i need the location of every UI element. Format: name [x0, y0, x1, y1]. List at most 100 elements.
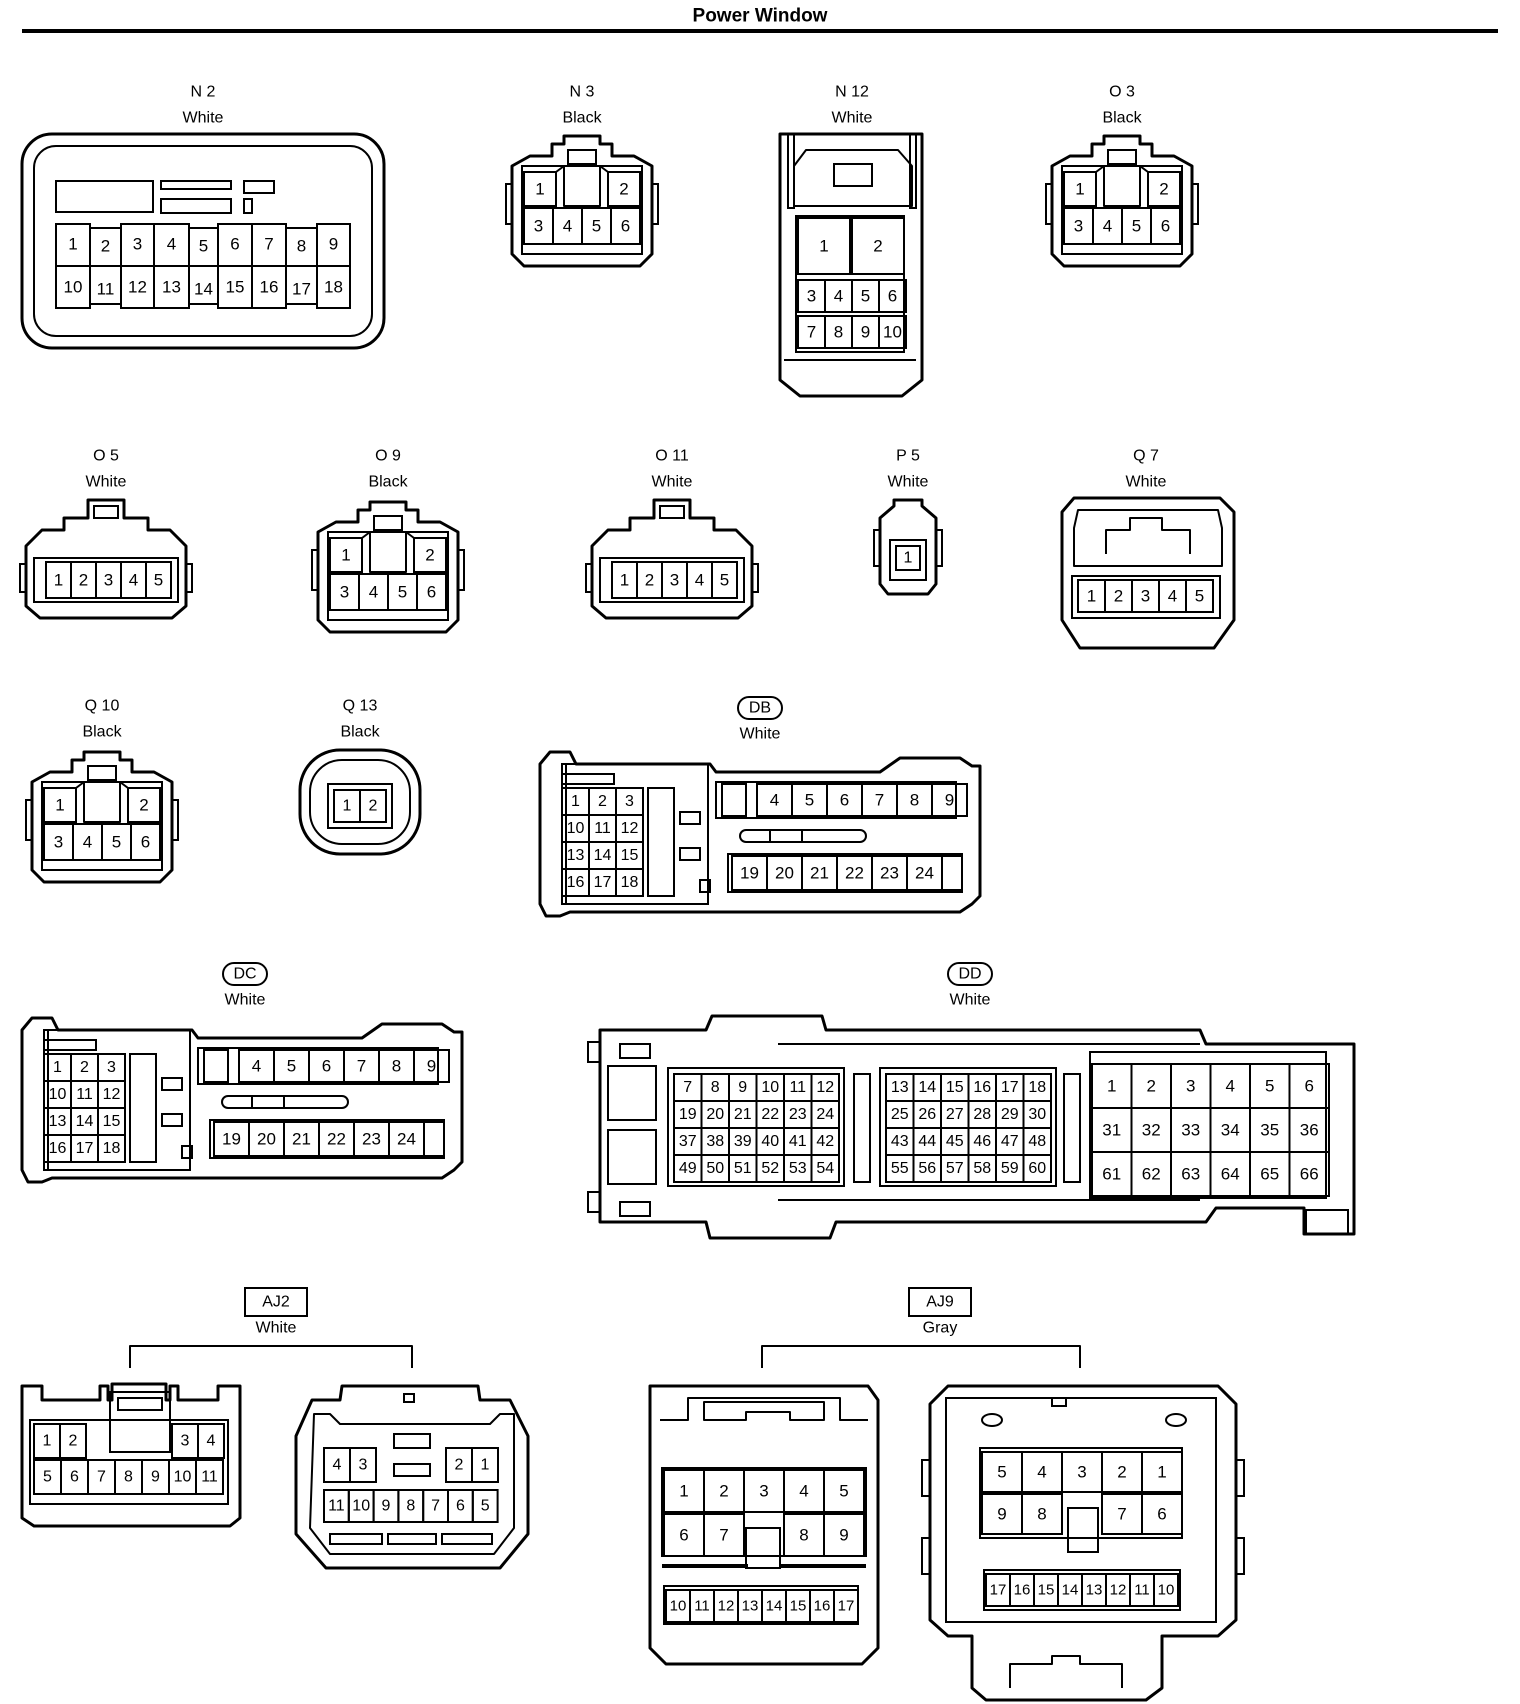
pin-number: 51	[734, 1160, 752, 1177]
pin-number: 59	[1001, 1160, 1019, 1177]
pin-number: 16	[973, 1079, 991, 1096]
pin-number: 4	[770, 791, 779, 810]
pin-number: 17	[76, 1140, 94, 1157]
pin-number: 5	[805, 791, 814, 810]
pin-number: 20	[706, 1106, 724, 1123]
pin-number: 37	[679, 1133, 697, 1150]
pin-number: 12	[1110, 1582, 1127, 1599]
pin-cell	[197, 1423, 225, 1459]
connector-color: Black	[1102, 110, 1142, 127]
badge-oval	[737, 696, 783, 720]
pin-number: 8	[124, 1469, 133, 1486]
pin-number: 2	[645, 571, 654, 590]
pin-number: 4	[333, 1457, 342, 1474]
pin-number: 6	[1157, 1505, 1166, 1524]
pin-number: 12	[621, 820, 639, 837]
pin-number: 13	[162, 278, 181, 297]
pin-number: 17	[1001, 1079, 1019, 1096]
pin-number: 60	[1028, 1160, 1046, 1177]
pin-cell	[130, 823, 161, 861]
pin-number: 38	[706, 1133, 724, 1150]
connector-code: DB	[749, 700, 771, 717]
pin-number: 7	[264, 235, 273, 254]
group-bracket	[761, 1345, 1081, 1368]
pin-number: 12	[718, 1598, 735, 1615]
connector-color: Black	[82, 724, 122, 741]
pin-number: 1	[819, 237, 828, 256]
pin-number: 2	[369, 798, 378, 815]
pin-cell	[359, 789, 387, 823]
connector-code: O 9	[375, 448, 401, 465]
pin-number: 63	[1181, 1165, 1200, 1184]
badge-oval	[947, 962, 993, 986]
pin-number: 4	[1168, 587, 1177, 606]
housing-inner	[309, 759, 411, 845]
pin-number: 48	[1028, 1133, 1046, 1150]
pin-number: 5	[481, 1498, 490, 1515]
pin-number: 6	[322, 1057, 331, 1076]
connector-color: Gray	[923, 1320, 958, 1337]
pin-number: 26	[918, 1106, 936, 1123]
pin-number: 53	[789, 1160, 807, 1177]
pin-number: 1	[55, 796, 64, 815]
pin-number: 9	[945, 791, 954, 810]
pin-number: 64	[1221, 1165, 1240, 1184]
pin-number: 20	[257, 1130, 276, 1149]
pin-number: 43	[891, 1133, 909, 1150]
pin-number: 13	[742, 1598, 759, 1615]
pin-number: 42	[816, 1133, 834, 1150]
connector-code: P 5	[896, 448, 920, 465]
pin-number: 16	[567, 874, 585, 891]
pin-number: 11	[97, 280, 115, 299]
pin-number: 45	[946, 1133, 964, 1150]
housing-outer	[298, 748, 422, 856]
pin-cell	[931, 783, 968, 817]
pin-number: 9	[861, 323, 870, 342]
pin-cell	[1288, 1151, 1330, 1197]
pin-cell	[1022, 1154, 1052, 1183]
pin-number: 1	[1157, 1463, 1166, 1482]
pin-number: 7	[807, 323, 816, 342]
pin-cell	[43, 787, 77, 823]
pin-cell	[97, 1134, 126, 1163]
pin-number: 11	[201, 1469, 218, 1486]
pin-cell	[823, 1469, 865, 1513]
pin-number: 13	[49, 1113, 67, 1130]
pin-number: 22	[327, 1130, 346, 1149]
pin-number: 12	[128, 278, 147, 297]
pin-number: 1	[1075, 180, 1084, 199]
pin-number: 41	[789, 1133, 807, 1150]
connector-color: Black	[562, 110, 602, 127]
pin-number: 2	[598, 793, 607, 810]
pin-number: 3	[104, 571, 113, 590]
pin-cell	[195, 1459, 224, 1495]
pin-number: 3	[54, 833, 63, 852]
pin-number: 1	[481, 1457, 490, 1474]
pin-number: 30	[1028, 1106, 1046, 1123]
pin-number: 6	[230, 235, 239, 254]
pin-number: 57	[946, 1160, 964, 1177]
pin-number: 4	[799, 1482, 808, 1501]
pin-number: 3	[107, 1059, 116, 1076]
pin-number: 5	[592, 217, 601, 236]
pin-number: 9	[997, 1505, 1006, 1524]
pin-number: 20	[775, 864, 794, 883]
pin-cell	[1141, 1493, 1183, 1535]
pin-number: 11	[1134, 1582, 1150, 1599]
pin-number: 7	[875, 791, 884, 810]
pin-cell	[1147, 171, 1181, 207]
connector-code: N 2	[191, 84, 216, 101]
pin-number: 1	[53, 1059, 62, 1076]
pin-number: 4	[563, 217, 572, 236]
pin-cell	[145, 561, 172, 599]
pin-number: 5	[199, 237, 208, 256]
badge-box	[908, 1287, 972, 1317]
pin-number: 6	[70, 1469, 79, 1486]
